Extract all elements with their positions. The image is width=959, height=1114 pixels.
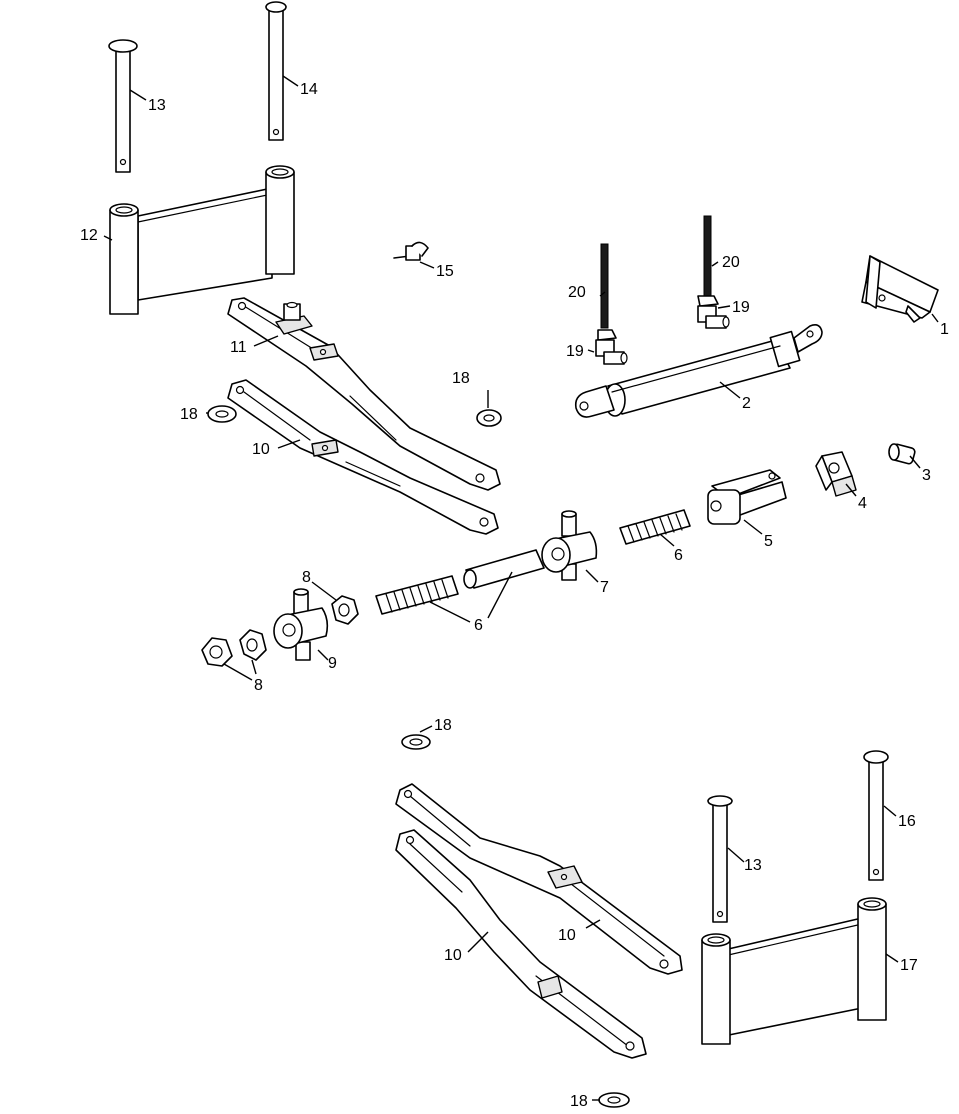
pin-13-top bbox=[108, 39, 138, 173]
label-19-left: 19 bbox=[566, 343, 584, 360]
label-16: 16 bbox=[898, 813, 916, 830]
label-10-top: 10 bbox=[252, 441, 270, 458]
label-1: 1 bbox=[940, 321, 949, 338]
frame-12 bbox=[109, 165, 295, 315]
label-8-bottom: 8 bbox=[254, 677, 263, 694]
hose-20-left bbox=[600, 243, 609, 329]
swivel-7 bbox=[541, 510, 598, 581]
nut-8-mid bbox=[239, 629, 267, 661]
label-10-mid: 10 bbox=[558, 927, 576, 944]
label-18-c: 18 bbox=[434, 717, 452, 734]
clip-15 bbox=[393, 241, 429, 261]
label-8-top: 8 bbox=[302, 569, 311, 586]
washer-18-c bbox=[401, 734, 431, 750]
label-12: 12 bbox=[80, 227, 98, 244]
nut-8-right bbox=[331, 595, 359, 625]
fitting-19-right bbox=[697, 295, 730, 329]
label-2: 2 bbox=[742, 395, 751, 412]
threaded-rod-6-right bbox=[619, 509, 691, 545]
block-4 bbox=[815, 451, 857, 497]
arm-11 bbox=[227, 297, 501, 491]
washer-18-b bbox=[476, 409, 502, 427]
label-7: 7 bbox=[600, 579, 609, 596]
label-20-right: 20 bbox=[722, 254, 740, 271]
cylinder-2 bbox=[574, 324, 823, 418]
arm-10-lower-back bbox=[395, 783, 683, 975]
label-10-bottom: 10 bbox=[444, 947, 462, 964]
label-18-b: 18 bbox=[452, 370, 470, 387]
label-9: 9 bbox=[328, 655, 337, 672]
label-11: 11 bbox=[230, 339, 247, 356]
label-3: 3 bbox=[922, 467, 931, 484]
plug-3 bbox=[888, 443, 916, 465]
pin-13-bottom bbox=[707, 795, 733, 923]
part-labels: 1 2 3 4 5 6 6 7 8 8 9 10 10 10 11 12 13 … bbox=[80, 81, 949, 1110]
threaded-rod-6-left bbox=[375, 575, 459, 615]
label-4: 4 bbox=[858, 495, 867, 512]
frame-17 bbox=[701, 897, 887, 1045]
label-14: 14 bbox=[300, 81, 318, 98]
label-15: 15 bbox=[436, 263, 454, 280]
label-6-right: 6 bbox=[674, 547, 683, 564]
yoke-5 bbox=[707, 469, 787, 525]
nut-8-left bbox=[201, 637, 233, 667]
tube-6 bbox=[463, 549, 545, 589]
swivel-9 bbox=[273, 588, 329, 661]
label-18-a: 18 bbox=[180, 406, 198, 423]
hose-20-right bbox=[703, 215, 712, 297]
label-6-left: 6 bbox=[474, 617, 483, 634]
washer-18-d bbox=[598, 1092, 630, 1108]
label-13-top: 13 bbox=[148, 97, 166, 114]
fitting-19-left bbox=[595, 329, 628, 365]
pin-14 bbox=[265, 1, 287, 141]
label-19-right: 19 bbox=[732, 299, 750, 316]
label-18-d: 18 bbox=[570, 1093, 588, 1110]
label-5: 5 bbox=[764, 533, 773, 550]
label-20-left: 20 bbox=[568, 284, 586, 301]
leader-lines bbox=[103, 75, 939, 1101]
washer-18-a bbox=[207, 405, 237, 423]
arm-10-lower-front bbox=[395, 829, 647, 1059]
label-13-bottom: 13 bbox=[744, 857, 762, 874]
label-17: 17 bbox=[900, 957, 918, 974]
pin-16 bbox=[863, 750, 889, 881]
arm-10-upper bbox=[227, 379, 499, 535]
bracket-1 bbox=[861, 255, 939, 323]
